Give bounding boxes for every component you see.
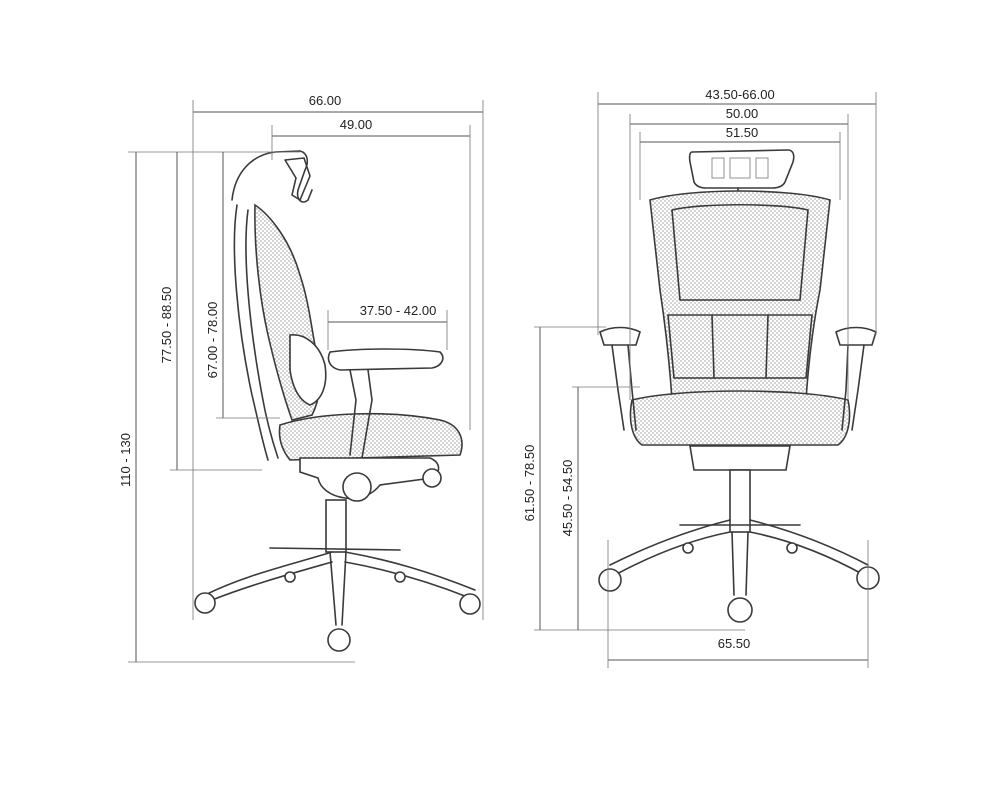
front-headrest-slot-right <box>755 157 769 179</box>
front-lumbar-left-line <box>711 314 715 379</box>
dim-seat-width: 51.50 <box>726 125 759 140</box>
front-armrest-right-post <box>841 344 865 431</box>
side-armrest-pad <box>327 348 444 371</box>
dim-armrest-span: 43.50-66.00 <box>705 87 774 102</box>
dim-overall-height: 110 - 130 <box>118 433 133 487</box>
side-lumbar-pad <box>289 334 327 406</box>
front-caster-left <box>598 568 622 592</box>
front-headrest-slot-center <box>729 157 751 179</box>
front-back-panel <box>671 203 809 301</box>
dim-seat-depth: 49.00 <box>340 117 373 132</box>
side-mesh-seat <box>278 412 463 461</box>
dim-base-width: 65.50 <box>718 636 751 651</box>
front-lumbar-right-line <box>765 314 769 379</box>
side-back-frame <box>233 204 269 461</box>
front-gas-cylinder <box>729 469 751 533</box>
front-mechanism <box>689 445 791 471</box>
front-view-chair <box>598 149 880 623</box>
front-base-right-leg <box>749 519 869 576</box>
side-headrest <box>231 150 313 203</box>
dim-back-height: 77.50 - 88.50 <box>159 287 174 364</box>
dim-backrest-height: 67.00 - 78.00 <box>205 302 220 379</box>
side-caster-front <box>327 628 351 652</box>
side-base-right-leg <box>344 551 476 599</box>
front-caster-back-right <box>786 542 798 554</box>
front-caster-front <box>727 597 753 623</box>
side-lever <box>422 468 442 488</box>
side-armrest-post <box>349 369 373 459</box>
side-caster-back-right <box>394 571 406 583</box>
front-base-hub <box>679 524 801 596</box>
side-view-chair <box>194 150 481 652</box>
side-caster-right <box>459 593 481 615</box>
front-caster-back-left <box>682 542 694 554</box>
front-armrest-left-pad <box>599 326 641 346</box>
front-headrest-slot-left <box>711 157 725 179</box>
dim-seat-height: 45.50 - 54.50 <box>560 460 575 537</box>
front-headrest <box>688 149 795 189</box>
front-armrest-left-post <box>611 344 637 431</box>
dim-overall-width: 66.00 <box>309 93 342 108</box>
front-base-left-leg <box>609 519 731 576</box>
side-base-left-leg <box>204 551 333 601</box>
side-caster-back-left <box>284 571 296 583</box>
side-view-dimensions: 66.00 49.00 37.50 - 42.00 110 - 130 77.5… <box>118 93 484 663</box>
dim-arm-height: 61.50 - 78.50 <box>522 445 537 522</box>
side-base-hub <box>269 547 401 626</box>
dim-armrest-depth: 37.50 - 42.00 <box>360 303 437 318</box>
side-headrest-pad <box>284 157 311 201</box>
front-lumbar <box>667 314 813 379</box>
side-back-frame-inner <box>245 209 279 459</box>
side-knob <box>342 472 372 502</box>
side-gas-cylinder <box>325 499 347 553</box>
dim-back-width: 50.00 <box>726 106 759 121</box>
side-caster-left <box>194 592 216 614</box>
front-armrest-right-pad <box>835 326 877 346</box>
front-view-dimensions: 43.50-66.00 50.00 51.50 61.50 - 78.50 45… <box>522 87 877 668</box>
front-mesh-seat <box>629 390 851 446</box>
